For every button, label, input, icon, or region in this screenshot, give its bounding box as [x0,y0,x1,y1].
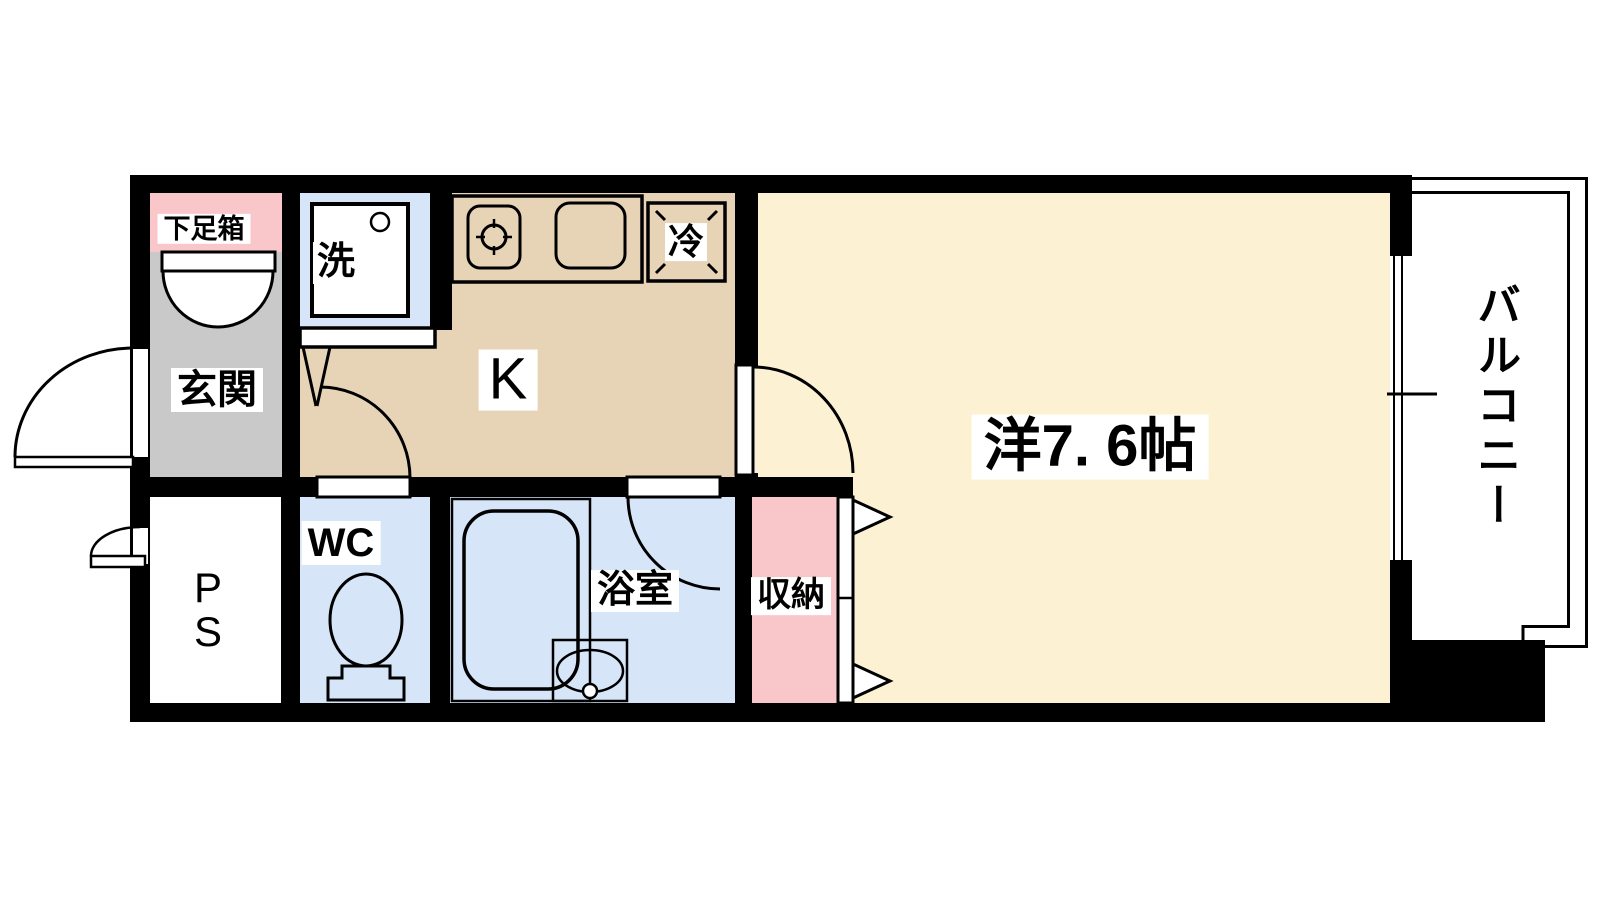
wc-door-icon [315,385,412,499]
wall-kitchen-room-upper [735,193,758,367]
label-bathroom: 浴室 [590,570,680,612]
label-wc: WC [301,521,381,565]
shower-drain-icon [551,638,629,703]
wall-wc-bath [430,497,450,703]
kitchen-counter-icon [450,194,644,284]
sliding-window-icon [1387,256,1437,560]
refrigerator-icon [646,201,727,283]
label-storage: 収納 [751,577,831,615]
label-entrance: 玄関 [171,368,263,412]
ps-door-icon [89,525,150,569]
washroom-partition-icon [298,326,437,407]
storage-folding-door-icon [836,495,894,705]
wall-kitchen-room-lower [735,473,758,497]
label-fridge: 冷 [664,223,708,261]
label-western-room: 洋7. 6帖 [971,414,1209,480]
wall-bottom [130,703,1412,722]
wall-top [130,175,1412,193]
bathtub-icon [450,497,629,703]
stove-burner-icon [476,219,512,255]
label-kitchen: K [478,349,538,411]
balcony-lower-block [1410,640,1545,722]
kitchen-room-door-icon [734,363,855,477]
pipe-space-floor [150,497,281,703]
closet-double-door-icon [160,250,277,329]
wall-ps-wc [281,497,300,703]
balcony-outline [1412,177,1588,648]
wall-washer-kitchen [430,193,452,330]
toilet-icon [326,572,406,702]
entrance-door-icon [13,346,150,469]
sink-icon [554,201,627,270]
label-pipe-space: P S [193,563,223,655]
wall-entrance-hall [282,193,300,477]
label-washer: 洗 [312,242,360,284]
bathroom-door-icon [625,475,722,591]
label-balcony: バルコニー [1470,282,1520,532]
label-shoe-box: 下足箱 [157,213,251,245]
wall-bath-storage [735,497,752,703]
